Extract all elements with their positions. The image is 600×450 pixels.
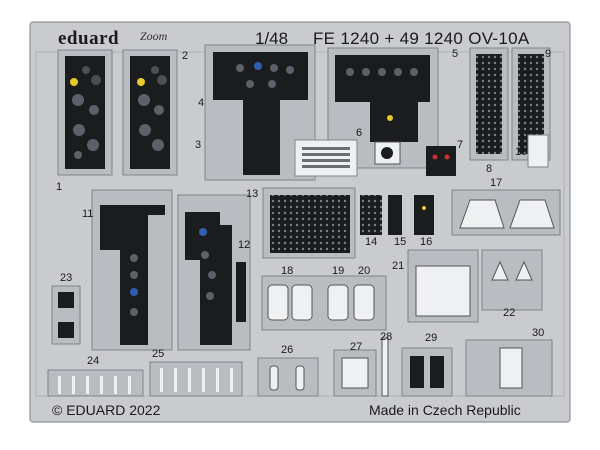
part-8-panel bbox=[469, 47, 509, 161]
part-26-frame bbox=[257, 357, 319, 397]
part-number: 22 bbox=[503, 307, 516, 319]
part-10-small bbox=[527, 134, 549, 168]
part-number: 21 bbox=[392, 260, 405, 272]
part-28-strip bbox=[381, 337, 389, 397]
part-number: 11 bbox=[82, 208, 94, 220]
part-6-grill bbox=[294, 139, 358, 177]
brand-logo: eduard bbox=[58, 28, 120, 49]
part-11-console bbox=[91, 189, 173, 351]
part-12-console bbox=[177, 194, 251, 351]
part-14-box bbox=[360, 195, 382, 235]
part-23-boxes bbox=[51, 285, 81, 345]
part-number: 23 bbox=[60, 272, 73, 284]
part-21-panel bbox=[407, 249, 479, 323]
part-number: 9 bbox=[545, 48, 552, 60]
part-number: 24 bbox=[87, 355, 100, 367]
part-number: 25 bbox=[152, 348, 165, 360]
part-number: 14 bbox=[365, 236, 378, 248]
part-number: 20 bbox=[358, 265, 371, 277]
part-number: 15 bbox=[394, 236, 407, 248]
part-25-pins bbox=[149, 361, 243, 397]
part-number: 13 bbox=[246, 188, 259, 200]
part-number: 1 bbox=[56, 181, 63, 193]
part-number: 5 bbox=[452, 48, 459, 60]
part-number: 3 bbox=[195, 139, 202, 151]
part-number: 12 bbox=[238, 239, 251, 251]
part-7-box bbox=[426, 146, 456, 176]
part-number: 10 bbox=[515, 146, 528, 158]
part-number: 18 bbox=[281, 265, 294, 277]
part-22-brackets bbox=[481, 249, 543, 311]
part-number: 29 bbox=[425, 332, 438, 344]
copyright-text: © EDUARD 2022 bbox=[52, 402, 161, 418]
part-2-panel bbox=[122, 49, 178, 176]
part-number: 6 bbox=[356, 127, 363, 139]
part-27-frame bbox=[333, 349, 377, 397]
part-5-main-panel bbox=[327, 47, 439, 169]
part-number: 27 bbox=[350, 341, 363, 353]
part-number: 7 bbox=[457, 139, 464, 151]
part-number: 8 bbox=[486, 163, 493, 175]
part-15-box bbox=[388, 195, 402, 235]
part-number: 4 bbox=[198, 97, 205, 109]
zoom-logo: Zoom bbox=[140, 29, 168, 43]
part-29-brackets bbox=[401, 347, 453, 397]
part-1-panel bbox=[57, 49, 113, 176]
product-code: FE 1240 + 49 1240 OV-10A bbox=[313, 29, 530, 48]
part-16-box bbox=[414, 195, 434, 235]
part-number: 26 bbox=[281, 344, 294, 356]
part-30-frame bbox=[465, 339, 553, 397]
part-18-19-20-harness bbox=[261, 275, 387, 331]
part-24-pins bbox=[47, 369, 144, 397]
part-number: 28 bbox=[380, 331, 393, 343]
part-number: 30 bbox=[532, 327, 545, 339]
scale-label: 1/48 bbox=[255, 29, 289, 48]
part-13-switch-bank bbox=[262, 187, 356, 259]
part-number: 16 bbox=[420, 236, 433, 248]
part-17-seats bbox=[451, 189, 561, 236]
origin-text: Made in Czech Republic bbox=[369, 402, 521, 418]
part-number: 19 bbox=[332, 265, 345, 277]
part-number: 2 bbox=[182, 50, 189, 62]
part-number: 17 bbox=[490, 177, 503, 189]
